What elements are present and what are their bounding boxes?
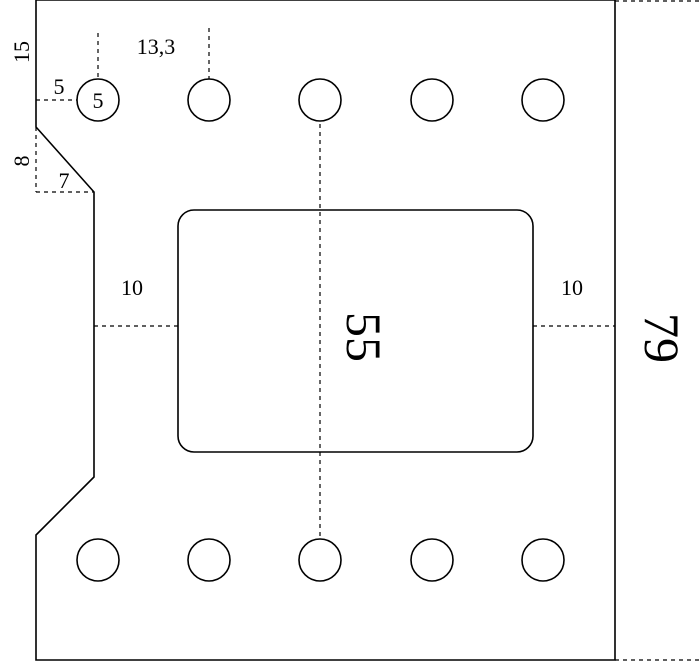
center-window — [177, 209, 534, 453]
top-hole — [187, 78, 231, 122]
plate-outline — [35, 0, 616, 661]
top-hole-row — [76, 78, 565, 122]
left-margin-label: 10 — [121, 275, 143, 300]
bottom-hole — [76, 538, 120, 582]
bottom-hole — [298, 538, 342, 582]
top-hole — [410, 78, 454, 122]
overall-height-label: 79 — [634, 313, 690, 363]
hole-pitch-label: 13,3 — [137, 34, 176, 59]
bottom-hole — [410, 538, 454, 582]
side-offset-label: 5 — [54, 74, 65, 99]
top-offset-label: 15 — [9, 41, 34, 63]
bottom-hole — [187, 538, 231, 582]
top-hole — [521, 78, 565, 122]
hole-diameter-label: 5 — [93, 88, 104, 113]
bottom-hole — [521, 538, 565, 582]
top-hole — [76, 78, 120, 122]
right-margin-label: 10 — [561, 275, 583, 300]
bottom-hole-row — [76, 538, 565, 582]
chamfer-width-label: 7 — [59, 168, 70, 193]
top-hole — [298, 78, 342, 122]
chamfer-height-label: 8 — [9, 156, 34, 167]
window-height-label: 55 — [336, 312, 392, 362]
